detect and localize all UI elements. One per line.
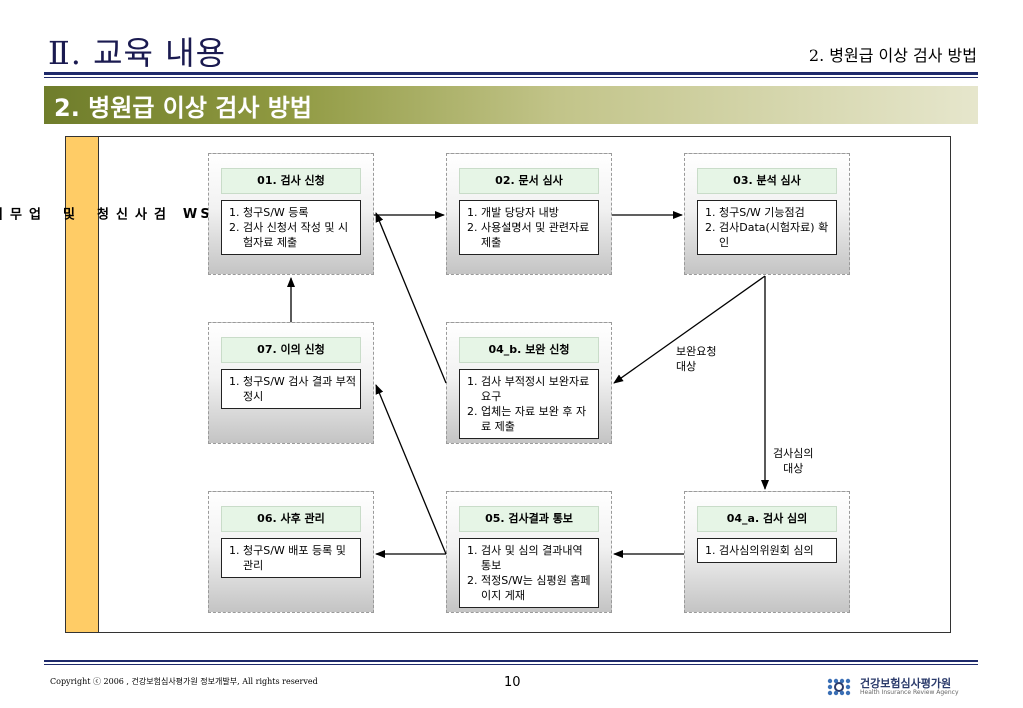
step-07-body: 청구S/W 검사 결과 부적정시 (221, 369, 361, 409)
footer-rule-thin (44, 664, 978, 665)
step-06-body: 청구S/W 배포 등록 및 관리 (221, 538, 361, 578)
step-07-title: 07. 이의 신청 (221, 337, 361, 363)
page-number: 10 (504, 675, 521, 690)
step-01-box: 01. 검사 신청 청구S/W 등록 검사 신청서 작성 및 시험자료 제출 (208, 153, 374, 275)
header-rule-thick (44, 72, 978, 75)
step-02-box: 02. 문서 심사 개발 당당자 내방 사용설명서 및 관련자료 제출 (446, 153, 612, 275)
logo-text-kr: 건강보험심사평가원 (860, 677, 952, 690)
list-item: 검사 부적정시 보완자료 요구 (481, 374, 594, 404)
section-subtitle: 2. 병원급 이상 검사 방법 (808, 46, 977, 65)
hira-logo: 건강보험심사평가원 Health Insurance Review Agency (826, 674, 986, 700)
step-03-box: 03. 분석 심사 청구S/W 기능점검 검사Data(시험자료) 확인 (684, 153, 850, 275)
footer-rule-thick (44, 660, 978, 662)
step-02-body: 개발 당당자 내방 사용설명서 및 관련자료 제출 (459, 200, 599, 255)
list-item: 사용설명서 및 관련자료 제출 (481, 220, 594, 250)
step-04b-body: 검사 부적정시 보완자료 요구 업체는 자료 보완 후 자료 제출 (459, 369, 599, 439)
list-item: 청구S/W 검사 결과 부적정시 (243, 374, 356, 404)
step-06-title: 06. 사후 관리 (221, 506, 361, 532)
step-05-body: 검사 및 심의 결과내역 통보 적정S/W는 심평원 홈페이지 게재 (459, 538, 599, 608)
logo-text-en: Health Insurance Review Agency (860, 689, 959, 696)
list-item: 적정S/W는 심평원 홈페이지 게재 (481, 573, 594, 603)
step-07-box: 07. 이의 신청 청구S/W 검사 결과 부적정시 (208, 322, 374, 444)
step-04b-title: 04_b. 보완 신청 (459, 337, 599, 363)
step-03-body: 청구S/W 기능점검 검사Data(시험자료) 확인 (697, 200, 837, 255)
step-04a-box: 04_a. 검사 심의 검사심의위원회 심의 (684, 491, 850, 613)
list-item: 개발 당당자 내방 (481, 205, 594, 220)
banner-title: 2. 병원급 이상 검사 방법 (54, 94, 312, 122)
step-01-title: 01. 검사 신청 (221, 168, 361, 194)
hira-logo-icon (827, 678, 851, 696)
step-04a-body: 검사심의위원회 심의 (697, 538, 837, 563)
step-04a-title: 04_a. 검사 심의 (697, 506, 837, 532)
header-rule-thin (44, 77, 978, 78)
list-item: 청구S/W 등록 (243, 205, 356, 220)
edge-label-supplement: 보완요청 대상 (676, 345, 717, 373)
step-06-box: 06. 사후 관리 청구S/W 배포 등록 및 관리 (208, 491, 374, 613)
step-05-box: 05. 검사결과 통보 검사 및 심의 결과내역 통보 적정S/W는 심평원 홈… (446, 491, 612, 613)
arrow-05-to-07 (375, 384, 447, 555)
edge-label-review: 검사심의 대상 (773, 447, 814, 475)
list-item: 검사Data(시험자료) 확인 (719, 220, 832, 250)
banner: 2. 병원급 이상 검사 방법 (44, 86, 978, 124)
list-item: 업체는 자료 보완 후 자료 제출 (481, 404, 594, 434)
sidebar: 청 구 S W 검 사 신 청 및 업 무 처 리 절 차 (0, 136, 249, 633)
copyright-text: Copyright ⓒ 2006 , 건강보험심사평가원 정보개발부, All … (50, 677, 318, 686)
section-title: Ⅱ. 교육 내용 (48, 34, 227, 72)
arrow-04b-to-01 (375, 212, 447, 384)
list-item: 청구S/W 배포 등록 및 관리 (243, 543, 356, 573)
list-item: 청구S/W 기능점검 (719, 205, 832, 220)
step-05-title: 05. 검사결과 통보 (459, 506, 599, 532)
list-item: 검사 신청서 작성 및 시험자료 제출 (243, 220, 356, 250)
list-item: 검사 및 심의 결과내역 통보 (481, 543, 594, 573)
step-01-body: 청구S/W 등록 검사 신청서 작성 및 시험자료 제출 (221, 200, 361, 255)
step-03-title: 03. 분석 심사 (697, 168, 837, 194)
step-04b-box: 04_b. 보완 신청 검사 부적정시 보완자료 요구 업체는 자료 보완 후 … (446, 322, 612, 444)
list-item: 검사심의위원회 심의 (719, 543, 832, 558)
step-02-title: 02. 문서 심사 (459, 168, 599, 194)
arrow-03-to-04b (613, 275, 766, 384)
